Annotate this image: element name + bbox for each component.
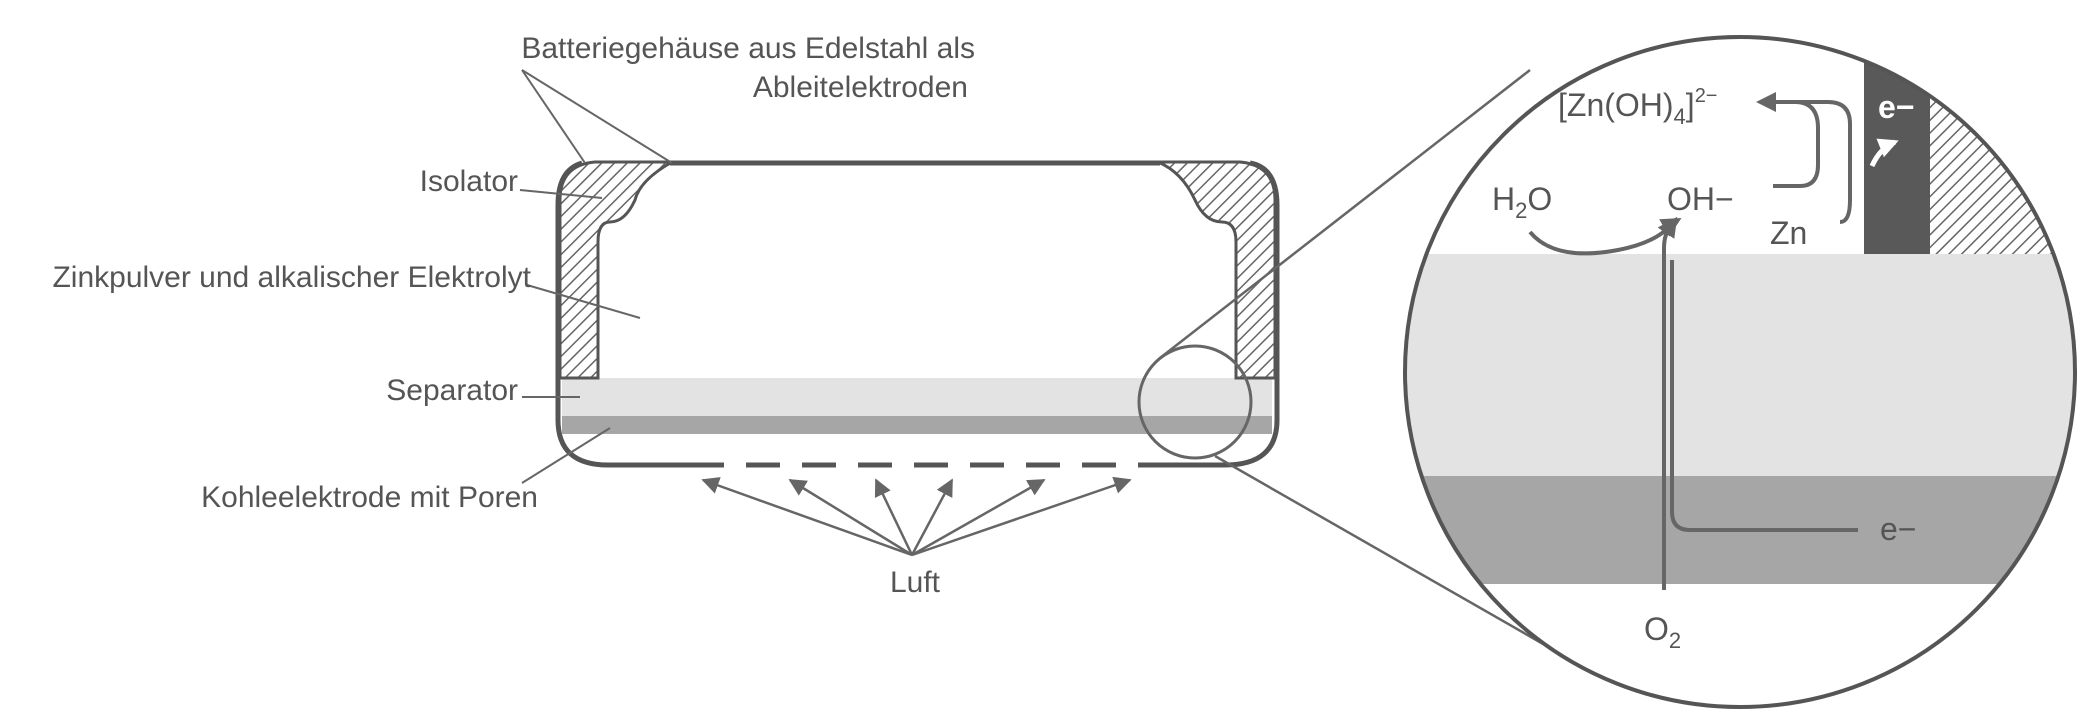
oxygen-label: O2 (1644, 611, 1681, 653)
zinc-to-zincate-arrow (1778, 100, 1852, 224)
housing-label-line2: Ableitelektroden (753, 71, 968, 104)
air-label: Luft (890, 566, 941, 599)
hydroxide-label: OH− (1667, 181, 1734, 217)
reaction-arrows (1528, 92, 1858, 590)
battery-housing (555, 160, 1280, 468)
zinc-label: Zinkpulver und alkalischer Elektrolyt (52, 261, 531, 294)
separator-label: Separator (386, 374, 518, 407)
isolator-label: Isolator (420, 165, 518, 198)
carbon-electrode-layer (562, 416, 1272, 434)
detail-isolator (1930, 37, 2075, 254)
leader-lines (519, 69, 673, 484)
zinc-detail-label: Zn (1770, 215, 1807, 251)
isolator-left (558, 160, 678, 380)
electron-bottom-label: e− (1880, 511, 1916, 547)
magnifier-large (1403, 35, 2077, 709)
battery-cross-section (555, 160, 1280, 468)
air-arrows (701, 476, 1132, 557)
electron-top-label: e− (1878, 89, 1914, 125)
electron-path (1670, 260, 1858, 532)
zincate-label: [Zn(OH)4]2− (1558, 85, 1718, 129)
labels: Batteriegehäuse aus Edelstahl als Ableit… (52, 32, 975, 599)
carbon-label: Kohleelektrode mit Poren (201, 481, 538, 514)
housing-label: Batteriegehäuse aus Edelstahl als (521, 32, 975, 65)
detail-separator (1405, 254, 2075, 476)
electron-release-arrow (1869, 138, 1899, 168)
detail-view: [Zn(OH)4]2− H2O OH− Zn e− e− O2 (1403, 35, 2077, 709)
oxygen-path-arrow (1659, 218, 1682, 590)
zoom-line-top (1159, 69, 1531, 359)
magnifier-small (1137, 344, 1253, 460)
separator-layer (562, 378, 1272, 416)
water-label: H2O (1492, 181, 1552, 223)
zoom-line-bottom (1214, 454, 1593, 674)
